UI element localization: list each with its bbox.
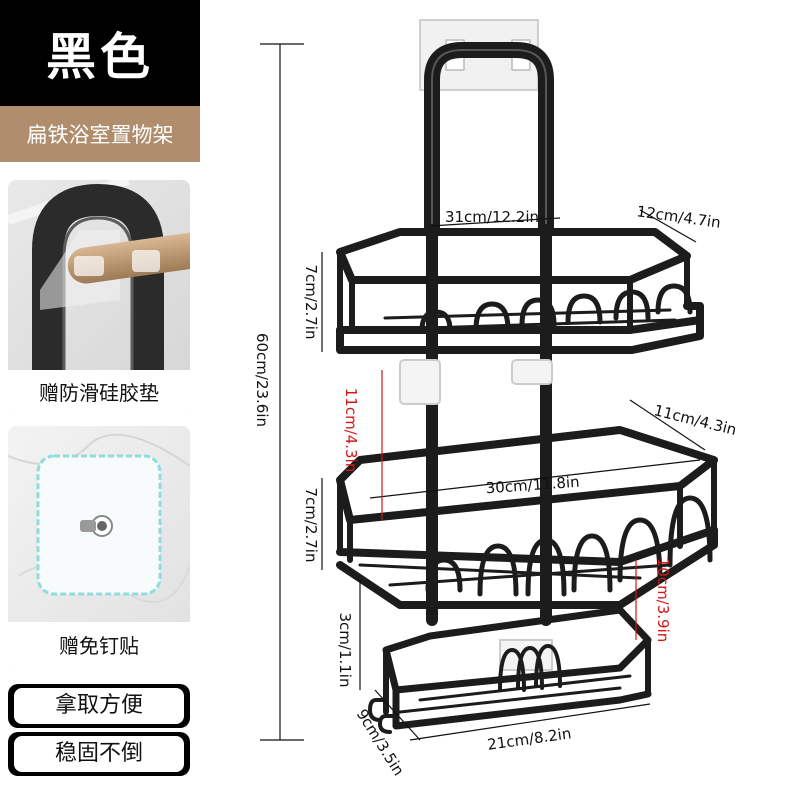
shelf-rack-illustration: [336, 19, 718, 734]
bottom-width-label: 21cm/8.2in: [486, 724, 572, 754]
tag-label: 稳固不倒: [14, 736, 184, 772]
mid-width-label: 30cm/11.8in: [485, 473, 580, 498]
bottom-gap-label: 10cm/3.9in: [654, 558, 672, 643]
hook-closeup-image: [8, 180, 190, 370]
adhesive-sticker-image: [8, 426, 190, 622]
product-name-banner: 扁铁浴室置物架: [0, 106, 200, 162]
tag-label: 拿取方便: [14, 688, 184, 724]
feature-card-anti-slip-pad: 赠防滑硅胶垫: [8, 180, 190, 416]
mid-depth-label: 11cm/4.3in: [652, 401, 738, 439]
top-height-label: 7cm/2.7in: [302, 265, 320, 340]
color-label: 黑色: [0, 0, 200, 106]
dimension-lines: [260, 43, 706, 741]
tag-stable: 稳固不倒: [8, 732, 190, 776]
total-height-label: 60cm/23.6in: [253, 333, 271, 427]
feature-label: 赠免钉贴: [8, 622, 190, 670]
tag-easy-access: 拿取方便: [8, 684, 190, 728]
shelf-product-diagram: 60cm/23.6in 31cm/12.2in 12cm/4.7in 7cm/2…: [253, 19, 738, 779]
top-width-label: 31cm/12.2in: [445, 208, 539, 226]
top-gap-label: 11cm/4.3in: [342, 388, 360, 473]
mid-height-label: 7cm/2.7in: [302, 488, 320, 563]
bottom-height-label: 3cm/1.1in: [336, 613, 354, 688]
feature-sidebar: 黑色 扁铁浴室置物架 赠防滑硅胶垫: [0, 0, 200, 800]
dimension-lines-red: [381, 370, 637, 640]
feature-label: 赠防滑硅胶垫: [8, 370, 190, 416]
top-depth-label: 12cm/4.7in: [636, 202, 722, 232]
feature-card-adhesive-sticker: 赠免钉贴: [8, 426, 190, 670]
